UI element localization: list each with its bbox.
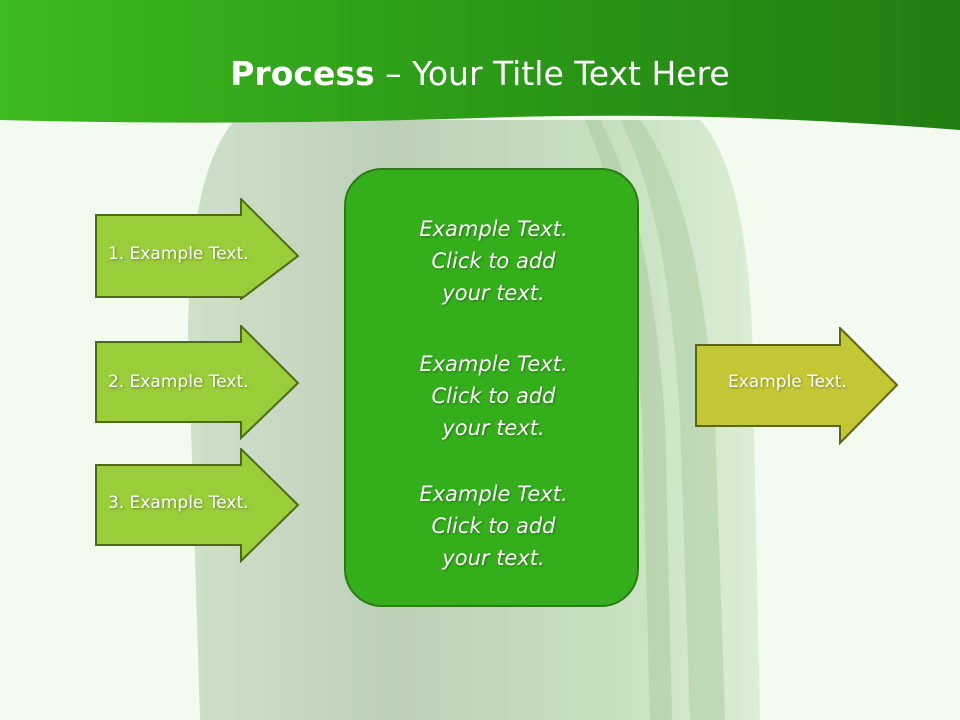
center-block-1-line-2: Click to add <box>431 249 556 273</box>
input-arrow-2: 2. Example Text. <box>95 325 300 440</box>
header-wave <box>0 0 960 130</box>
center-block-3-line-1: Example Text. <box>419 482 568 506</box>
center-block-2-line-3: your text. <box>442 416 545 440</box>
center-block-2-line-2: Click to add <box>431 384 556 408</box>
output-arrow-label: Example Text. <box>728 372 847 392</box>
center-block-3-line-3: your text. <box>442 546 545 570</box>
input-arrow-2-label: 2. Example Text. <box>108 372 249 392</box>
input-arrow-1-label: 1. Example Text. <box>108 244 249 264</box>
center-process-box: Example Text. Click to add your text. Ex… <box>344 168 639 607</box>
center-text-block-3: Example Text. Click to add your text. <box>346 478 641 574</box>
output-arrow: Example Text. <box>695 327 900 445</box>
center-text-block-1: Example Text. Click to add your text. <box>346 213 641 309</box>
title-bold: Process <box>230 54 375 93</box>
title-rest: – Your Title Text Here <box>374 54 730 93</box>
center-block-1-line-1: Example Text. <box>419 217 568 241</box>
slide-title: Process – Your Title Text Here <box>0 52 960 96</box>
input-arrow-3-label: 3. Example Text. <box>108 493 249 513</box>
input-arrow-3: 3. Example Text. <box>95 448 300 563</box>
center-block-1-line-3: your text. <box>442 281 545 305</box>
input-arrow-1: 1. Example Text. <box>95 198 300 300</box>
center-block-3-line-2: Click to add <box>431 514 556 538</box>
center-block-2-line-1: Example Text. <box>419 352 568 376</box>
center-text-block-2: Example Text. Click to add your text. <box>346 348 641 444</box>
